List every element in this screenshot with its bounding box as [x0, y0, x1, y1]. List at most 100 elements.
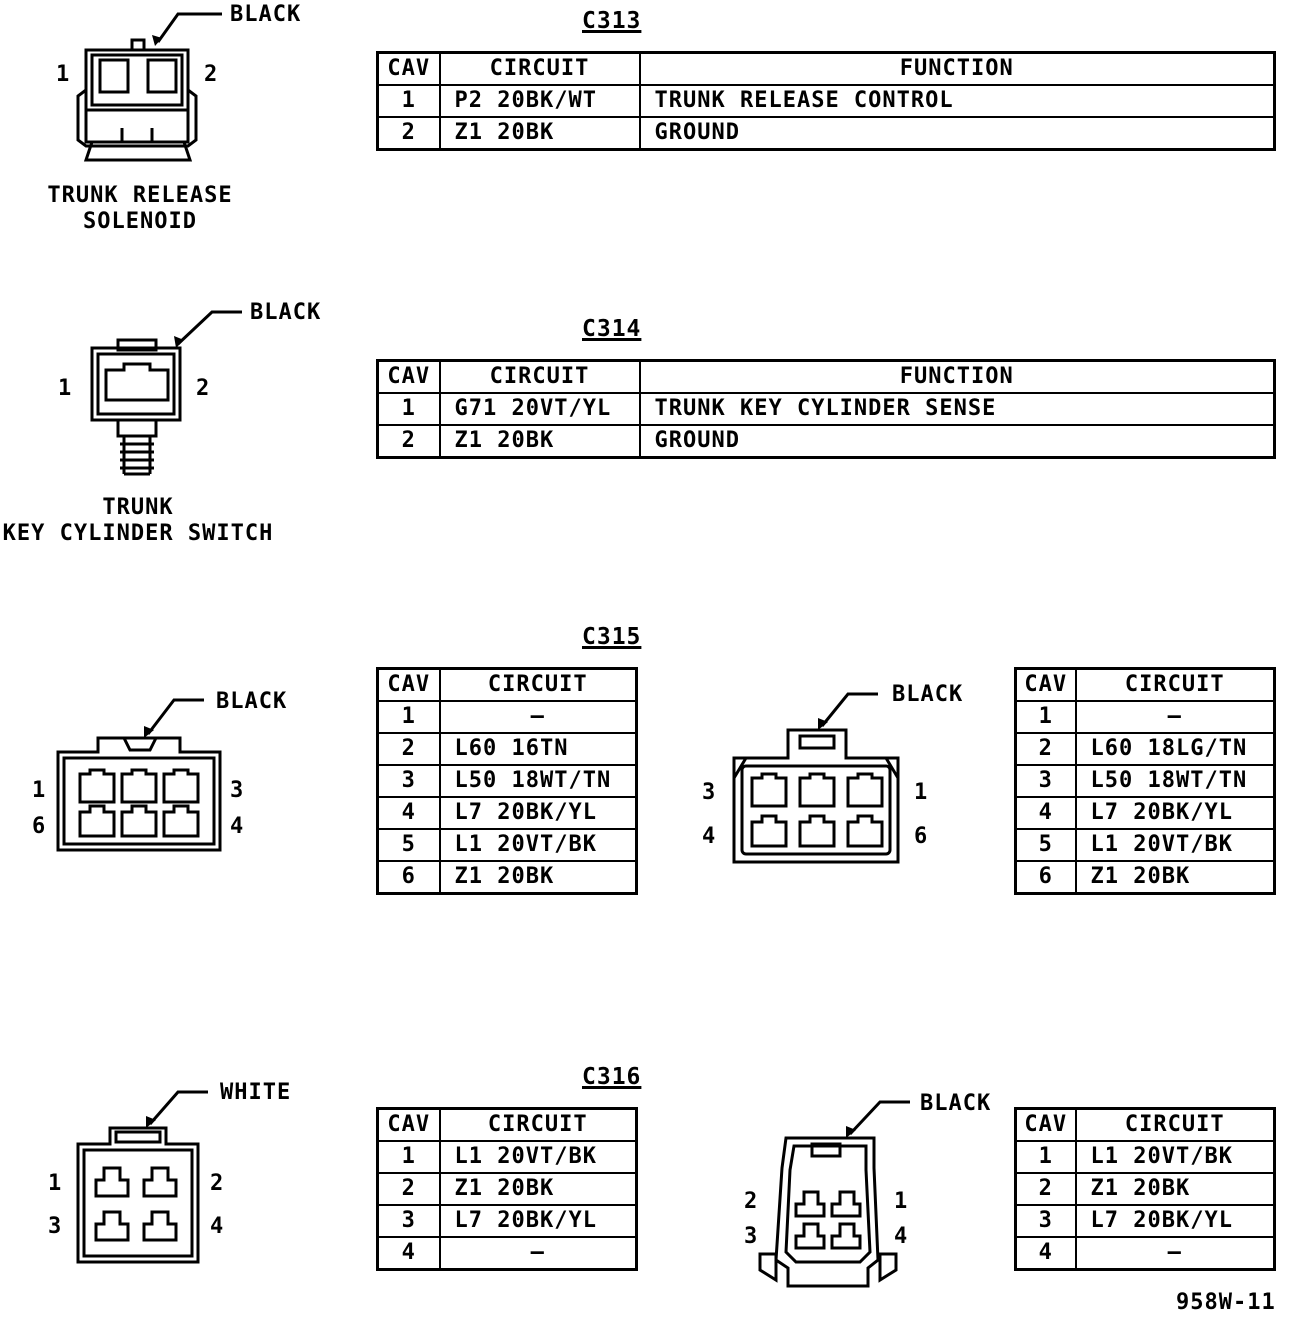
c314-pinout-table: CAV CIRCUIT FUNCTION 1 G71 20VT/YL TRUNK…: [376, 359, 1276, 459]
circuit-header: CIRCUIT: [438, 1107, 638, 1142]
c316-left-pin-2-label: 2: [210, 1171, 225, 1196]
cav-cell: 1: [376, 1140, 441, 1174]
c313-component-caption: TRUNK RELEASE SOLENOID: [40, 183, 240, 235]
function-cell: TRUNK RELEASE CONTROL: [638, 84, 1276, 118]
circuit-cell: L1 20VT/BK: [1074, 1140, 1276, 1174]
c316-left-connector-drawing: [76, 1090, 208, 1264]
c316-left-color-label: WHITE: [220, 1080, 292, 1105]
c315-right-color-label: BLACK: [892, 682, 964, 707]
table-row: 1–: [376, 700, 638, 734]
cav-cell: 3: [376, 1204, 441, 1238]
table-header-row: CAV CIRCUIT: [1014, 667, 1276, 702]
cav-cell: 3: [1014, 764, 1077, 798]
cav-cell: 2: [376, 1172, 441, 1206]
circuit-cell: –: [1074, 1236, 1276, 1271]
c316-left-pin-4-label: 4: [210, 1214, 225, 1239]
c313-connector-drawing: [76, 12, 222, 162]
c313-pin-1-label: 1: [56, 62, 71, 87]
cav-cell: 2: [1014, 732, 1077, 766]
cav-cell: 4: [376, 796, 441, 830]
cav-cell: 6: [376, 860, 441, 895]
c314-component-caption: TRUNK KEY CYLINDER SWITCH: [0, 495, 276, 547]
c316-left-pin-3-label: 3: [48, 1214, 63, 1239]
function-header: FUNCTION: [638, 51, 1276, 86]
cav-cell: 4: [376, 1236, 441, 1271]
c316-right-color-label: BLACK: [920, 1091, 992, 1116]
cav-header: CAV: [376, 51, 441, 86]
c316-right-pin-3-label: 3: [744, 1224, 759, 1249]
circuit-cell: L1 20VT/BK: [438, 828, 638, 862]
table-header-row: CAV CIRCUIT: [376, 1107, 638, 1142]
cav-header: CAV: [1014, 1107, 1077, 1142]
table-header-row: CAV CIRCUIT: [376, 667, 638, 702]
table-row: 1 G71 20VT/YL TRUNK KEY CYLINDER SENSE: [376, 392, 1276, 426]
circuit-cell: Z1 20BK: [1074, 860, 1276, 895]
figure-id: 958W-11: [1176, 1290, 1276, 1315]
circuit-cell: Z1 20BK: [438, 424, 641, 459]
c314-caption-line1: TRUNK: [102, 495, 174, 520]
cav-cell: 6: [1014, 860, 1077, 895]
table-row: 2 Z1 20BK GROUND: [376, 424, 1276, 459]
circuit-cell: Z1 20BK: [438, 860, 638, 895]
c313-pinout-table: CAV CIRCUIT FUNCTION 1 P2 20BK/WT TRUNK …: [376, 51, 1276, 151]
function-cell: TRUNK KEY CYLINDER SENSE: [638, 392, 1276, 426]
cav-cell: 1: [376, 84, 441, 118]
function-cell: GROUND: [638, 424, 1276, 459]
table-header-row: CAV CIRCUIT FUNCTION: [376, 51, 1276, 86]
cav-cell: 1: [1014, 1140, 1077, 1174]
c315-left-pin-3-label: 3: [230, 778, 245, 803]
circuit-cell: L7 20BK/YL: [438, 1204, 638, 1238]
c313-caption-line2: SOLENOID: [83, 209, 197, 234]
c313-pin-2-label: 2: [204, 62, 219, 87]
cav-header: CAV: [376, 1107, 441, 1142]
cav-cell: 3: [376, 764, 441, 798]
circuit-cell: L1 20VT/BK: [438, 1140, 638, 1174]
c316-right-pin-1-label: 1: [894, 1189, 909, 1214]
c315-left-pin-1-label: 1: [32, 778, 47, 803]
table-header-row: CAV CIRCUIT: [1014, 1107, 1276, 1142]
circuit-header: CIRCUIT: [438, 667, 638, 702]
cav-cell: 1: [376, 392, 441, 426]
circuit-cell: L50 18WT/TN: [438, 764, 638, 798]
circuit-cell: Z1 20BK: [438, 116, 641, 151]
circuit-cell: Z1 20BK: [438, 1172, 638, 1206]
circuit-cell: L50 18WT/TN: [1074, 764, 1276, 798]
circuit-cell: –: [438, 700, 638, 734]
cav-cell: 3: [1014, 1204, 1077, 1238]
c315-right-pin-3-label: 3: [702, 780, 717, 805]
c315-connector-title: C315: [582, 624, 642, 650]
function-header: FUNCTION: [638, 359, 1276, 394]
cav-cell: 5: [376, 828, 441, 862]
cav-cell: 1: [1014, 700, 1077, 734]
table-row: 1–: [1014, 700, 1276, 734]
c315-left-connector-drawing: [56, 698, 222, 852]
c314-pin-2-label: 2: [196, 376, 211, 401]
c316-right-pin-2-label: 2: [744, 1189, 759, 1214]
cav-cell: 2: [376, 732, 441, 766]
c315-left-pin-4-label: 4: [230, 814, 245, 839]
table-row: 2 Z1 20BK GROUND: [376, 116, 1276, 151]
c313-connector-title: C313: [582, 8, 642, 34]
circuit-header: CIRCUIT: [1074, 1107, 1276, 1142]
cav-cell: 1: [376, 700, 441, 734]
circuit-cell: L7 20BK/YL: [1074, 796, 1276, 830]
c314-connector-title: C314: [582, 316, 642, 342]
c313-color-label: BLACK: [230, 2, 302, 27]
circuit-cell: –: [1074, 700, 1276, 734]
cav-cell: 2: [376, 424, 441, 459]
circuit-cell: G71 20VT/YL: [438, 392, 641, 426]
